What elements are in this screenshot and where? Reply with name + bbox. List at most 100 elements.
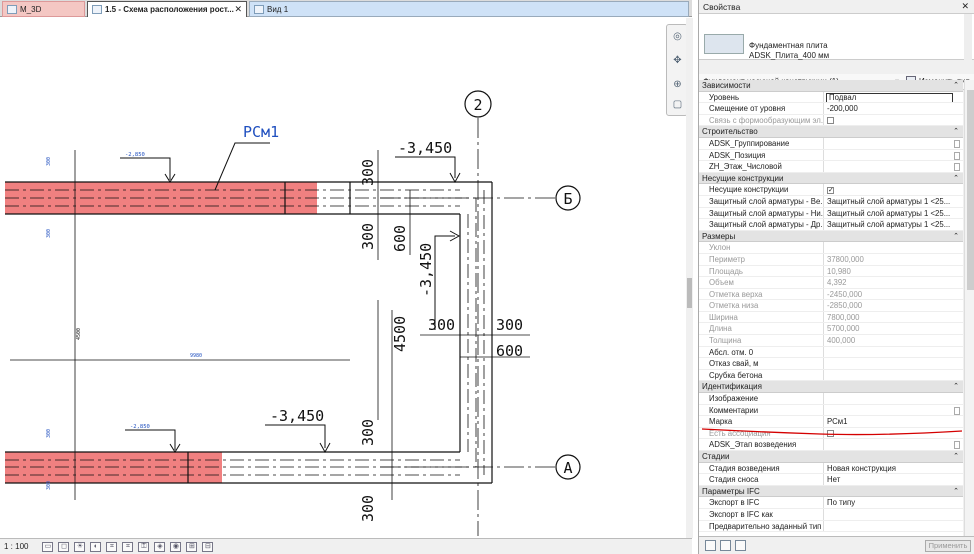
property-group[interactable]: Стадии ⌃ <box>699 451 963 463</box>
sun-path-icon[interactable]: ☀ <box>74 541 86 552</box>
property-value-text: Защитный слой арматуры 1 <25... <box>827 220 951 230</box>
property-value[interactable] <box>824 509 963 520</box>
property-row: Защитный слой арматуры - Др...Защитный с… <box>699 219 963 231</box>
property-value-text: -2850,000 <box>827 301 863 311</box>
close-icon[interactable]: ✕ <box>234 4 242 14</box>
drawing-canvas[interactable]: 2 Б А РСм1 -3,450 -3,450 -3,450 -2,850 -… <box>0 18 692 536</box>
property-name: Уровень <box>699 91 824 103</box>
filter-properties-icon[interactable] <box>735 540 746 551</box>
property-name: Несущие конструкции <box>699 184 824 195</box>
canvas-scrollbar[interactable] <box>686 18 693 538</box>
property-group-name: Стадии <box>702 452 730 461</box>
property-group-name: Несущие конструкции <box>702 173 784 183</box>
close-icon[interactable]: ✕ <box>961 1 969 11</box>
property-group[interactable]: Строительство ⌃ <box>699 126 963 138</box>
collapse-chevron-icon[interactable]: ⌃ <box>953 128 959 136</box>
property-value: -2450,000 <box>824 289 963 300</box>
property-value[interactable]: ✓ <box>824 184 963 195</box>
property-group[interactable]: Зависимости⌃ <box>699 80 963 92</box>
zoom-extents-icon[interactable]: ▢ <box>672 99 683 110</box>
property-row: Есть ассоциация <box>699 427 963 440</box>
property-value[interactable] <box>824 521 963 532</box>
property-group[interactable]: Идентификация⌃ <box>699 381 963 394</box>
property-value[interactable] <box>824 150 963 161</box>
grid-axis-a-bubble <box>555 454 581 480</box>
property-value[interactable] <box>824 138 963 149</box>
property-row: Предварительно заданный тип I... <box>699 520 963 533</box>
edit-value-button[interactable] <box>954 406 960 415</box>
analytical-model-icon[interactable]: ⊞ <box>186 541 198 552</box>
property-value[interactable]: -200,000 <box>824 103 963 114</box>
property-group[interactable]: Размеры⌃ <box>699 230 963 243</box>
property-value[interactable] <box>824 347 963 358</box>
collapse-chevron-icon[interactable]: ⌃ <box>953 383 959 391</box>
temporary-hide-icon[interactable]: ◈ <box>154 541 166 552</box>
slab-mark-tag[interactable]: РСм1 <box>243 123 279 141</box>
property-group[interactable]: Параметры IFC⌃ <box>699 485 963 498</box>
highlight-displacement-icon[interactable]: ⊟ <box>202 541 214 552</box>
tab-view1[interactable]: Вид 1 <box>249 1 689 17</box>
detail-level-icon[interactable]: ▭ <box>42 541 54 552</box>
lock-view-icon[interactable]: ⚿ <box>138 541 150 552</box>
collapse-chevron-icon[interactable]: ⌃ <box>953 487 959 495</box>
selected-slab-bottom[interactable] <box>5 452 222 483</box>
crop-view-icon[interactable]: ⌗ <box>106 541 118 552</box>
collapse-chevron-icon[interactable]: ⌃ <box>953 232 959 240</box>
canvas-scroll-thumb[interactable] <box>687 278 692 308</box>
edit-value-button[interactable] <box>954 139 960 148</box>
tab-label: 1.5 - Схема расположения рост... <box>105 5 234 14</box>
steering-wheel-icon[interactable]: ◎ <box>673 31 682 42</box>
property-value[interactable] <box>824 405 963 416</box>
view-scale[interactable]: 1 : 100 <box>4 542 29 551</box>
type-selector[interactable]: Фундаментная плита ADSK_Плита_400 мм <box>699 14 974 60</box>
property-value[interactable] <box>824 358 963 369</box>
edit-value-button[interactable] <box>954 441 960 450</box>
tab-plan-scheme[interactable]: 1.5 - Схема расположения рост...✕ <box>87 1 247 17</box>
pan-icon[interactable]: ✥ <box>673 55 682 66</box>
property-value[interactable]: Защитный слой арматуры 1 <25... <box>824 208 963 219</box>
properties-scrollbar[interactable] <box>964 80 974 536</box>
property-value <box>824 242 963 253</box>
property-value[interactable] <box>824 439 963 450</box>
collapse-chevron-icon[interactable]: ⌃ <box>953 453 959 460</box>
crop-region-icon[interactable]: ⌗ <box>122 541 134 552</box>
property-value[interactable]: Нет <box>824 474 963 485</box>
collapse-chevron-icon[interactable]: ⌃ <box>953 174 959 182</box>
property-group[interactable]: Несущие конструкции ⌃ <box>699 172 963 185</box>
property-row: ADSK_Этап возведения <box>699 439 963 451</box>
sort-categories-icon[interactable] <box>705 540 716 551</box>
shadows-icon[interactable]: ◐ <box>90 541 102 552</box>
property-value[interactable]: Защитный слой арматуры 1 <25... <box>824 196 963 207</box>
property-value[interactable]: Подвал <box>824 92 963 103</box>
reveal-hidden-icon[interactable]: ◉ <box>170 541 182 552</box>
property-value[interactable]: Защитный слой арматуры 1 <25... <box>824 219 963 230</box>
elevation-bottom: -3,450 <box>270 407 324 425</box>
properties-scroll-thumb[interactable] <box>967 90 974 290</box>
property-name: Отметка верха <box>699 288 824 300</box>
level-dropdown[interactable]: Подвал <box>826 92 953 103</box>
visual-style-icon[interactable]: ◻ <box>58 541 70 552</box>
edit-value-button[interactable] <box>954 163 960 172</box>
view-control-bar: 1 : 100 ▭ ◻ ☀ ◐ ⌗ ⌗ ⚿ ◈ ◉ ⊞ ⊟ <box>0 538 692 554</box>
property-group-name: Строительство <box>702 127 758 137</box>
type-family: Фундаментная плита <box>749 41 828 50</box>
property-value[interactable]: РСм1 <box>824 416 963 427</box>
edit-value-button[interactable] <box>954 151 960 160</box>
tab-m3d[interactable]: M_3D <box>2 1 85 17</box>
type-selector-scrollbar[interactable] <box>964 14 972 60</box>
zoom-icon[interactable]: ⊕ <box>673 79 682 90</box>
property-value[interactable] <box>824 393 963 404</box>
property-value[interactable]: Новая конструкция <box>824 463 963 474</box>
sort-alpha-icon[interactable] <box>720 540 731 551</box>
property-checkbox[interactable]: ✓ <box>827 187 834 195</box>
property-value[interactable] <box>824 370 963 381</box>
property-row: Срубка бетона <box>699 369 963 382</box>
property-value[interactable] <box>824 161 963 172</box>
property-value[interactable]: По типу <box>824 497 963 508</box>
apply-button[interactable]: Применить <box>925 540 971 552</box>
property-row: Абсл. отм. 0 <box>699 346 963 359</box>
collapse-chevron-icon[interactable]: ⌃ <box>953 82 959 89</box>
